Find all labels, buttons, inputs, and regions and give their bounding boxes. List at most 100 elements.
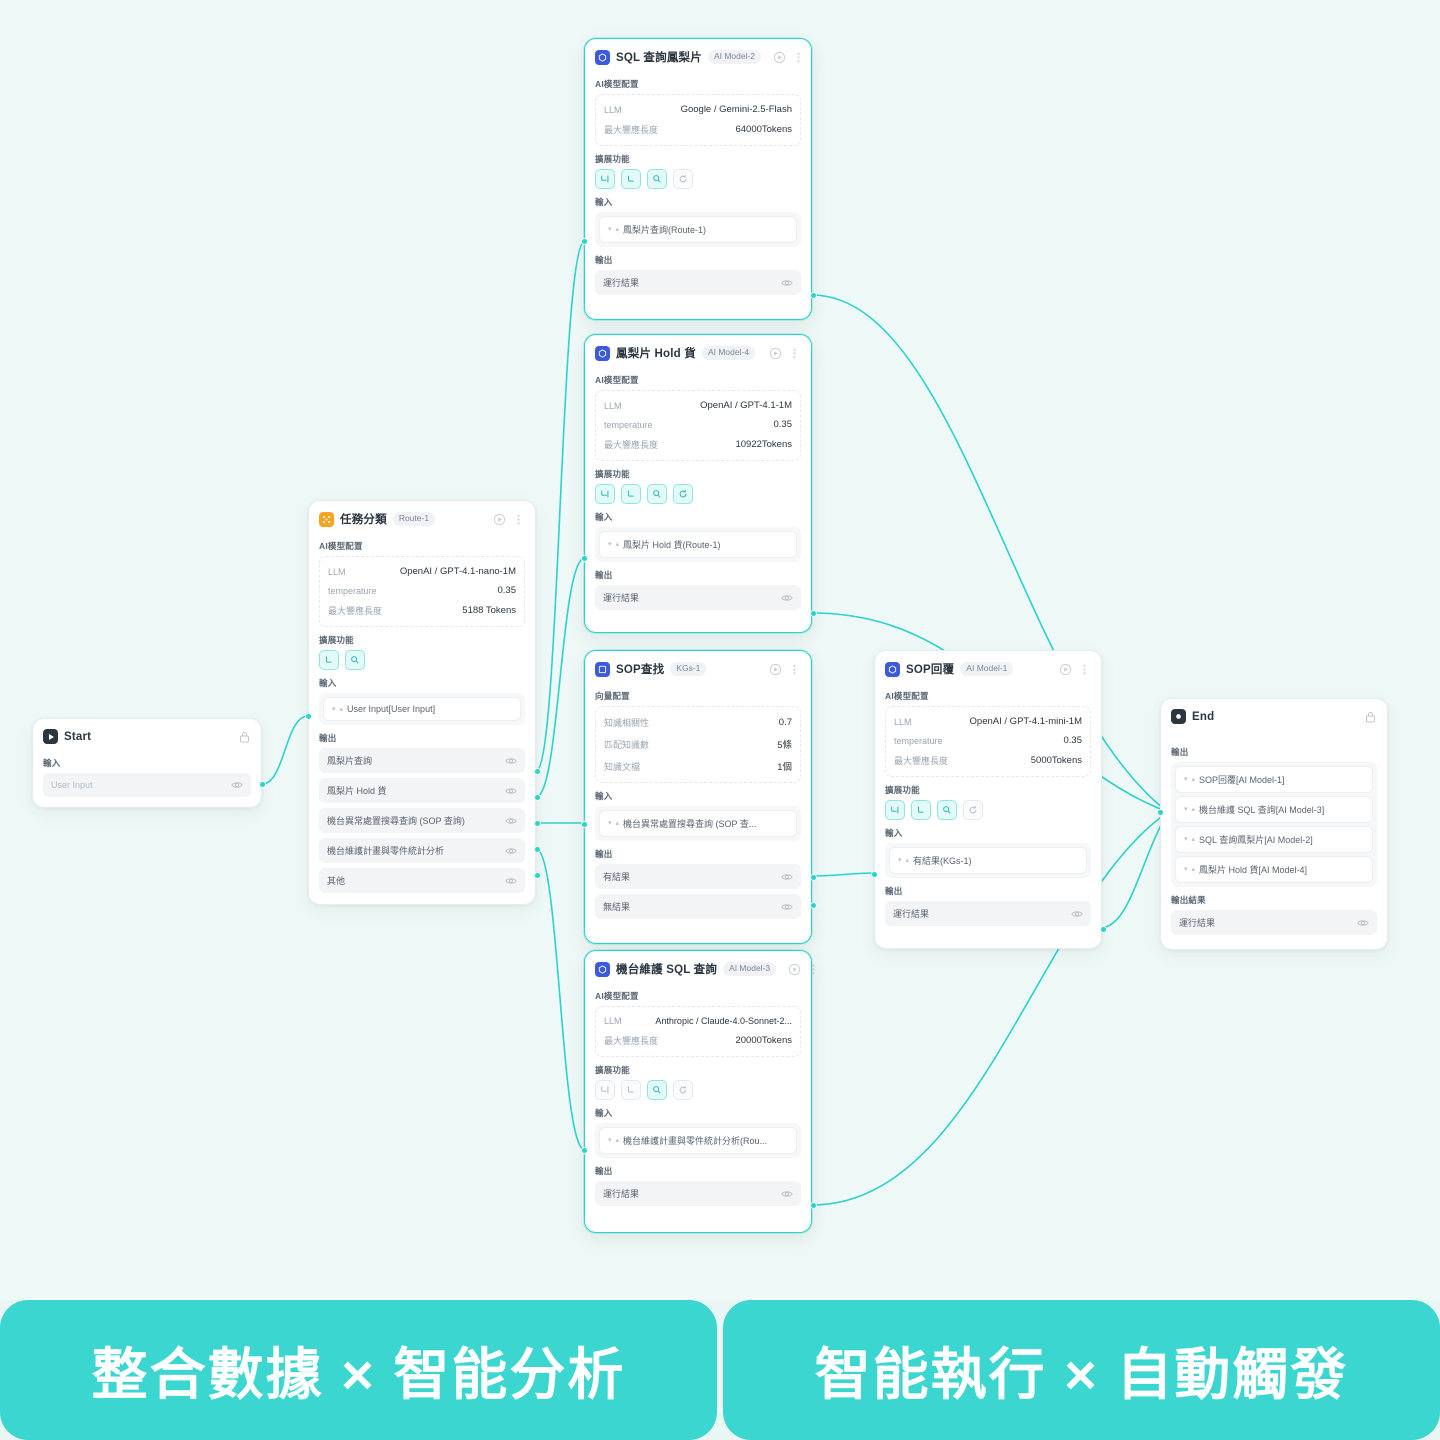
output-port[interactable] — [534, 820, 541, 827]
node-sql-pineapple[interactable]: SQL 查詢鳳梨片 AI Model-2 AI模型配置 LLM Google /… — [581, 38, 817, 320]
eye-icon[interactable] — [781, 871, 793, 883]
output-port[interactable] — [534, 872, 541, 879]
more-menu-icon[interactable] — [788, 663, 801, 676]
input-port[interactable] — [305, 713, 312, 720]
input-port[interactable] — [1157, 809, 1164, 816]
eye-icon[interactable] — [231, 779, 243, 791]
run-icon[interactable] — [773, 51, 786, 64]
node-sop-search[interactable]: SOP查找 KGs-1 向量配置 知識相關性 0.7 匹配知識數 5條 知識文檔… — [581, 650, 817, 944]
run-icon[interactable] — [769, 347, 782, 360]
route-input-row[interactable]: ▾ ▴ User Input[User Input] — [323, 697, 521, 721]
input-row[interactable]: ▾ ▴ 有結果(KGs-1) — [889, 847, 1087, 874]
input-port[interactable] — [581, 555, 588, 562]
route-output-row[interactable]: 鳳梨片查詢 — [319, 748, 525, 773]
search-icon[interactable] — [647, 484, 667, 504]
input-row[interactable]: ▾ ▴ 鳳梨片查詢(Route-1) — [599, 216, 797, 243]
branch-icon[interactable] — [319, 650, 339, 670]
refresh-icon[interactable] — [673, 1080, 693, 1100]
more-menu-icon[interactable] — [807, 963, 820, 976]
output-port[interactable] — [810, 874, 817, 881]
workflow-canvas[interactable]: Start 輸入 User Input 任務分類 Route-1 — [0, 0, 1440, 1300]
eye-icon[interactable] — [1071, 908, 1083, 920]
output-row-has-result[interactable]: 有結果 — [595, 864, 801, 889]
branch-icon[interactable] — [621, 484, 641, 504]
more-menu-icon[interactable] — [792, 51, 805, 64]
output-label: 運行結果 — [603, 593, 640, 603]
input-row[interactable]: ▾ ▴ 鳳梨片 Hold 貨(Route-1) — [599, 531, 797, 558]
run-icon[interactable] — [1059, 663, 1072, 676]
run-icon[interactable] — [788, 963, 801, 976]
node-route[interactable]: 任務分類 Route-1 AI模型配置 LLM OpenAI / GPT-4.1… — [305, 500, 541, 905]
node-start[interactable]: Start 輸入 User Input — [32, 718, 266, 808]
end-output-row[interactable]: ▾ ▴ SQL 查詢鳳梨片[AI Model-2] — [1175, 826, 1373, 853]
refresh-icon[interactable] — [963, 800, 983, 820]
start-user-input-field[interactable]: User Input — [43, 773, 251, 797]
output-port[interactable] — [810, 610, 817, 617]
run-icon[interactable] — [769, 663, 782, 676]
output-port[interactable] — [1100, 926, 1107, 933]
end-output-row[interactable]: ▾ ▴ SOP回覆[AI Model-1] — [1175, 766, 1373, 793]
flow-icon[interactable] — [595, 169, 615, 189]
output-port[interactable] — [534, 768, 541, 775]
output-port[interactable] — [810, 902, 817, 909]
config-value: 5條 — [777, 740, 792, 751]
output-port[interactable] — [810, 1202, 817, 1209]
eye-icon[interactable] — [505, 845, 517, 857]
flow-icon[interactable] — [595, 1080, 615, 1100]
run-icon[interactable] — [493, 513, 506, 526]
route-output-row[interactable]: 機台異常處置搜尋查詢 (SOP 查詢) — [319, 808, 525, 833]
ai-config-box: LLM OpenAI / GPT-4.1-1M temperature 0.35… — [595, 390, 801, 461]
node-hold[interactable]: 鳳梨片 Hold 貨 AI Model-4 AI模型配置 LLM OpenAI … — [581, 334, 817, 633]
node-end[interactable]: End 輸出 ▾ ▴ SOP回覆[AI Model-1] ▾ ▴ 機台維護 SQ… — [1157, 698, 1388, 950]
search-icon[interactable] — [937, 800, 957, 820]
branch-icon[interactable] — [621, 169, 641, 189]
more-menu-icon[interactable] — [788, 347, 801, 360]
output-row[interactable]: 運行結果 — [595, 270, 801, 295]
route-output-row[interactable]: 鳳梨片 Hold 貨 — [319, 778, 525, 803]
output-row-no-result[interactable]: 無結果 — [595, 894, 801, 919]
flow-icon[interactable] — [885, 800, 905, 820]
branch-icon[interactable] — [911, 800, 931, 820]
end-result-row[interactable]: 運行結果 — [1171, 910, 1377, 935]
output-label: 鳳梨片查詢 — [327, 756, 373, 766]
end-output-row[interactable]: ▾ ▴ 機台維護 SQL 查詢[AI Model-3] — [1175, 796, 1373, 823]
eye-icon[interactable] — [781, 1188, 793, 1200]
input-port[interactable] — [871, 871, 878, 878]
eye-icon[interactable] — [781, 277, 793, 289]
more-menu-icon[interactable] — [512, 513, 525, 526]
output-port[interactable] — [810, 292, 817, 299]
eye-icon[interactable] — [781, 901, 793, 913]
search-icon[interactable] — [647, 1080, 667, 1100]
eye-icon[interactable] — [505, 785, 517, 797]
eye-icon[interactable] — [1357, 917, 1369, 929]
output-port[interactable] — [534, 846, 541, 853]
search-icon[interactable] — [647, 169, 667, 189]
output-row[interactable]: 運行結果 — [595, 585, 801, 610]
eye-icon[interactable] — [505, 815, 517, 827]
flow-icon[interactable] — [595, 484, 615, 504]
output-row[interactable]: 運行結果 — [885, 901, 1091, 926]
input-port[interactable] — [581, 1147, 588, 1154]
search-icon[interactable] — [345, 650, 365, 670]
route-output-row[interactable]: 機台維護計畫與零件統計分析 — [319, 838, 525, 863]
input-row[interactable]: ▾ ▴ 機台異常處置搜尋查詢 (SOP 查... — [599, 810, 797, 837]
route-output-row[interactable]: 其他 — [319, 868, 525, 893]
input-row[interactable]: ▾ ▴ 機台維護計畫與零件統計分析(Rou... — [599, 1127, 797, 1154]
eye-icon[interactable] — [505, 755, 517, 767]
output-row[interactable]: 運行結果 — [595, 1181, 801, 1206]
eye-icon[interactable] — [505, 875, 517, 887]
output-port[interactable] — [259, 781, 266, 788]
chevron-down-icon: ▾ — [608, 226, 612, 233]
node-maint-sql[interactable]: 機台維護 SQL 查詢 AI Model-3 AI模型配置 LLM Anthro… — [581, 950, 817, 1233]
input-port[interactable] — [581, 821, 588, 828]
node-sop-reply[interactable]: SOP回覆 AI Model-1 AI模型配置 LLM OpenAI / GPT… — [871, 650, 1107, 949]
eye-icon[interactable] — [781, 592, 793, 604]
chevron-down-icon: ▾ — [332, 705, 336, 713]
end-output-row[interactable]: ▾ ▴ 鳳梨片 Hold 貨[AI Model-4] — [1175, 856, 1373, 883]
output-port[interactable] — [534, 794, 541, 801]
input-port[interactable] — [581, 238, 588, 245]
refresh-icon[interactable] — [673, 484, 693, 504]
branch-icon[interactable] — [621, 1080, 641, 1100]
more-menu-icon[interactable] — [1078, 663, 1091, 676]
refresh-icon[interactable] — [673, 169, 693, 189]
